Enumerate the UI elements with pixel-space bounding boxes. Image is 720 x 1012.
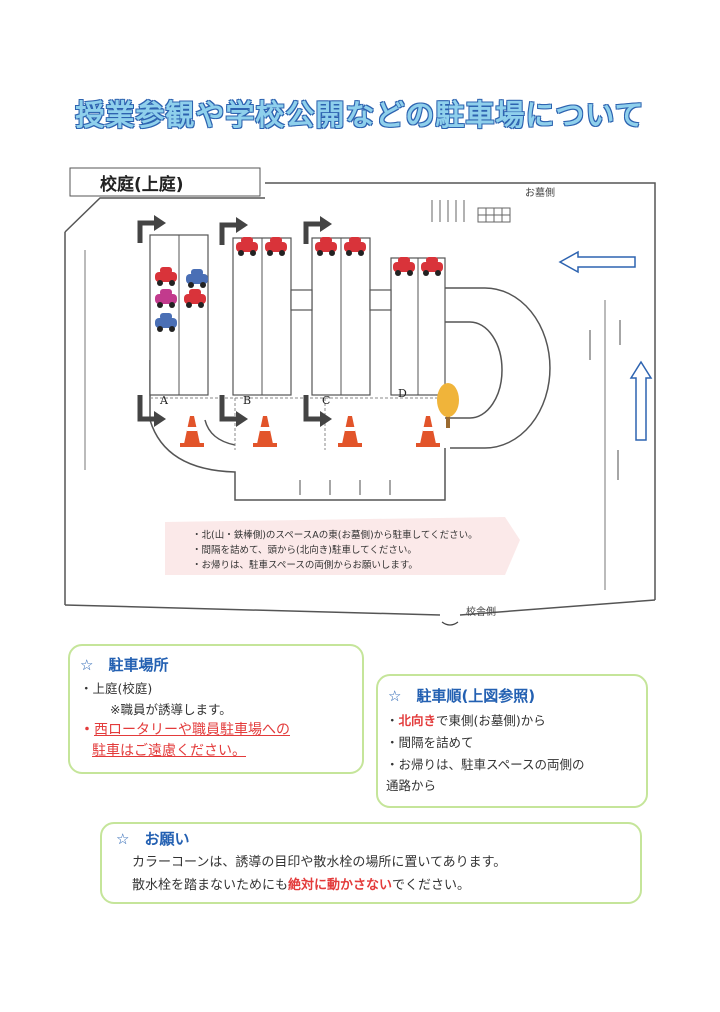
note-line-3: ・お帰りは、駐車スペースの両側からお願いします。 (192, 559, 418, 571)
order-line1-rest: で東側(お墓側)から (436, 713, 546, 728)
north-arrow-icon (629, 360, 653, 441)
page-title: 授業参観や学校公開などの駐車場について (75, 98, 645, 132)
grid-structure-icon (477, 207, 511, 223)
request-heading: ☆ お願い (116, 830, 190, 848)
color-cone-icon (253, 416, 277, 447)
parking-location-line2: ※職員が誘導します。 (110, 702, 232, 717)
color-cone-icon (338, 416, 362, 447)
order-line3: ・お帰りは、駐車スペースの両側の (386, 757, 585, 772)
notes-panel (165, 517, 520, 575)
order-bullet: ・ (386, 713, 399, 728)
parking-location-box: ☆ 駐車場所 ・上庭(校庭) ※職員が誘導します。 ・西ロータリーや職員駐車場へ… (68, 644, 364, 774)
request-line2-pre: 散水栓を踏まないためにも (132, 878, 289, 893)
order-line2: ・間隔を詰めて (386, 735, 474, 750)
parking-order-heading: ☆ 駐車順(上図参照) (388, 687, 536, 705)
space-label-d: D (398, 387, 407, 400)
tree-icon (437, 383, 459, 428)
warning-line1: 西ロータリーや職員駐車場への (94, 722, 290, 738)
parking-map: 校庭(上庭) お墓側 A B C D (64, 167, 656, 626)
parking-order-box: ☆ 駐車順(上図参照) ・北向きで東側(お墓側)から ・間隔を詰めて ・お帰りは… (376, 674, 648, 808)
request-box: ☆ お願い カラーコーンは、誘導の目印や散水栓の場所に置いてあります。 散水栓を… (100, 822, 642, 904)
warning-line2: 駐車はご遠慮ください。 (92, 743, 246, 759)
request-line1: カラーコーンは、誘導の目印や散水栓の場所に置いてあります。 (132, 855, 507, 870)
west-arrow-icon (558, 250, 636, 274)
space-label-a: A (159, 394, 169, 407)
order-north-facing: 北向き (398, 713, 437, 728)
fence-icon (431, 200, 465, 222)
space-label-b: B (243, 394, 251, 407)
parking-location-heading: ☆ 駐車場所 (80, 656, 169, 674)
note-line-1: ・北(山・鉄棒側)のスペースAの東(お墓側)から駐車してください。 (192, 529, 478, 541)
space-label-c: C (322, 394, 330, 407)
warning-bullet: ・ (80, 722, 94, 738)
order-line4: 通路から (386, 778, 437, 793)
color-cone-icon (180, 416, 204, 447)
request-line2-red: 絶対に動かさない (288, 878, 393, 893)
map-label-kouter: 校庭(上庭) (100, 174, 184, 195)
color-cone-icon (416, 416, 440, 447)
field-boundary (265, 182, 656, 600)
map-label-ohaka: お墓側 (525, 186, 555, 199)
request-line2-post: でください。 (392, 878, 471, 893)
parking-location-line1: ・上庭(校庭) (80, 681, 153, 696)
note-line-2: ・間隔を詰めて、頭から(北向き)駐車してください。 (192, 544, 417, 556)
map-label-kousha: 校舎側 (466, 605, 496, 618)
